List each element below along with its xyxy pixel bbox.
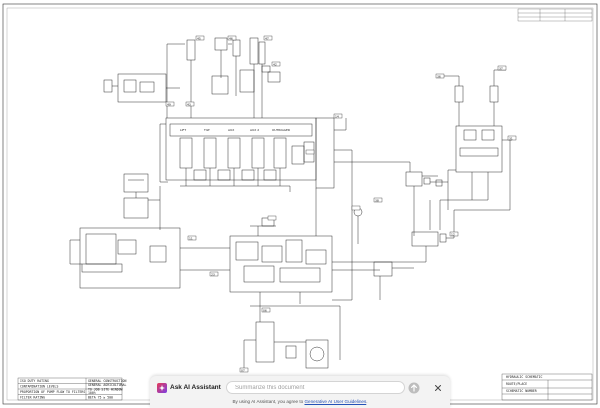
title-block-left [17, 377, 123, 401]
ai-assistant-title: Ask AI Assistant [170, 384, 221, 391]
title-block-right-route: ROUTE/PLACE [506, 382, 527, 386]
component-tag-text: 38 [375, 198, 379, 202]
ai-disclaimer-text: By using AI Assistant, you agree to [232, 399, 304, 404]
ai-send-button[interactable] [408, 382, 420, 394]
component-tag-text: 11 [189, 236, 193, 240]
title-block-mid-row-4: 100% [88, 391, 96, 395]
valve-label-aux: AUX [228, 128, 234, 132]
component-tag-text: 14 [335, 114, 339, 118]
component-tag-text: 31 [509, 136, 513, 140]
title-block-left-row-3: PROPORTION OF PUMP FLOW TO FILTERS [20, 390, 85, 394]
title-block-left-row-2: CONTAMINATION LEVELS [20, 385, 58, 389]
ai-assistant-panel: Ask AI Assistant By using AI Assistant, … [150, 376, 450, 408]
component-tag-text: 49 [167, 102, 171, 106]
component-tag-text: 45 [197, 36, 201, 40]
ai-disclaimer: By using AI Assistant, you agree to Gene… [150, 399, 450, 404]
title-block-right-number: SCHEMATIC NUMBER [506, 389, 537, 393]
send-icon [408, 382, 420, 394]
title-block-mid-row-5: BETA 75 ≥ 500 [88, 396, 113, 400]
valve-label-outrigger: OUTRIGGER [272, 128, 290, 132]
component-tag-text: 37 [499, 66, 503, 70]
component-tag-text: 46 [229, 36, 233, 40]
component-tag-text: 07 [241, 368, 245, 372]
valve-label-aux2: AUX 2 [250, 128, 259, 132]
valve-label-lift: LIFT [180, 128, 186, 132]
component-tags [165, 35, 517, 373]
revision-block [517, 8, 593, 22]
title-block-right-title: HYDRAULIC SCHEMATIC [506, 375, 543, 379]
title-block-left-row-4: FILTER RATING [20, 396, 45, 400]
close-icon [435, 385, 441, 391]
ai-guidelines-link[interactable]: Generative AI User Guidelines [304, 399, 367, 404]
component-tag-text: 43 [187, 102, 191, 106]
component-tag-text: 47 [265, 36, 269, 40]
component-tag-text: 42 [273, 62, 277, 66]
schematic-lines [69, 37, 512, 369]
title-block-mid-row-2: GENERAL AGRICULTURAL [88, 383, 126, 387]
ai-assistant-icon [157, 383, 167, 393]
title-block-mid-row-3: TO JOB SITE WINDOW [88, 388, 123, 392]
title-block-mid-row-1: GENERAL CONSTRUCTION [88, 379, 126, 383]
component-tag-text: 36 [437, 74, 441, 78]
component-tag-text: 23 [211, 272, 215, 276]
ai-prompt-input[interactable] [226, 381, 405, 394]
title-block-left-row-1: ISO DUTY RATING [20, 379, 49, 383]
valve-label-tilt: TILT [203, 128, 210, 132]
ai-disclaimer-suffix: . [366, 399, 368, 404]
component-tag-text: 06 [263, 308, 267, 312]
title-block-right [501, 373, 593, 401]
component-tag-text: 12 [451, 232, 455, 236]
ai-close-button[interactable] [432, 382, 444, 394]
drawing-border [2, 3, 598, 405]
